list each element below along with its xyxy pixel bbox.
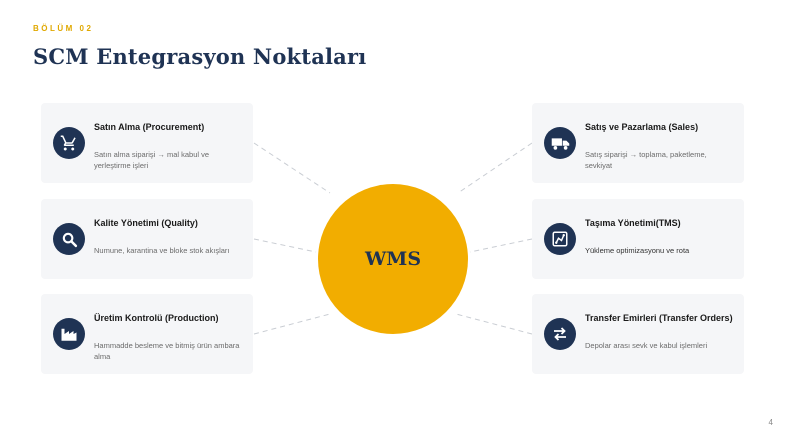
connector-transfer [455, 313, 533, 335]
swap-arrows-icon [544, 318, 576, 350]
card-description: Depolar arası sevk ve kabul işlemleri [585, 341, 708, 350]
card-title: Kalite Yönetimi (Quality) [94, 218, 198, 228]
page-number: 4 [768, 418, 773, 427]
route-map-icon [544, 223, 576, 255]
card-description: Satın alma siparişi → mal kabul ve yerle… [94, 150, 210, 170]
card-tms: Taşıma Yönetimi(TMS) Yükleme optimizasyo… [532, 199, 744, 279]
factory-icon [53, 318, 85, 350]
connector-tms [469, 238, 533, 253]
card-description: Numune, karantina ve bloke stok akışları [94, 246, 230, 255]
card-title: Üretim Kontrolü (Production) [94, 313, 219, 323]
card-title: Satış ve Pazarlama (Sales) [585, 122, 699, 132]
card-title: Taşıma Yönetimi(TMS) [585, 218, 681, 228]
page-title: SCM Entegrasyon Noktaları [33, 44, 367, 69]
card-description: Satış siparişi → toplama, paketleme, sev… [585, 150, 707, 170]
connector-production [253, 313, 331, 335]
card-description: Hammadde besleme ve bitmiş ürün ambara a… [94, 341, 240, 361]
card-description: Yükleme optimizasyonu ve rota [585, 246, 690, 255]
card-production: Üretim Kontrolü (Production) Hammadde be… [41, 294, 253, 374]
delivery-truck-icon [544, 127, 576, 159]
card-sales: Satış ve Pazarlama (Sales) Satış sipariş… [532, 103, 744, 183]
wms-hub-circle: WMS [318, 184, 468, 334]
shopping-cart-icon [53, 127, 85, 159]
card-quality: Kalite Yönetimi (Quality) Numune, karant… [41, 199, 253, 279]
connector-sales [457, 142, 533, 194]
connector-procurement [253, 142, 331, 194]
hub-label: WMS [364, 248, 422, 270]
card-transfer: Transfer Emirleri (Transfer Orders) Depo… [532, 294, 744, 374]
magnifier-icon [53, 223, 85, 255]
card-procurement: Satın Alma (Procurement) Satın alma sipa… [41, 103, 253, 183]
card-title: Satın Alma (Procurement) [94, 122, 205, 132]
section-label: BÖLÜM 02 [33, 24, 94, 33]
connector-quality [253, 238, 317, 253]
card-title: Transfer Emirleri (Transfer Orders) [585, 313, 733, 323]
